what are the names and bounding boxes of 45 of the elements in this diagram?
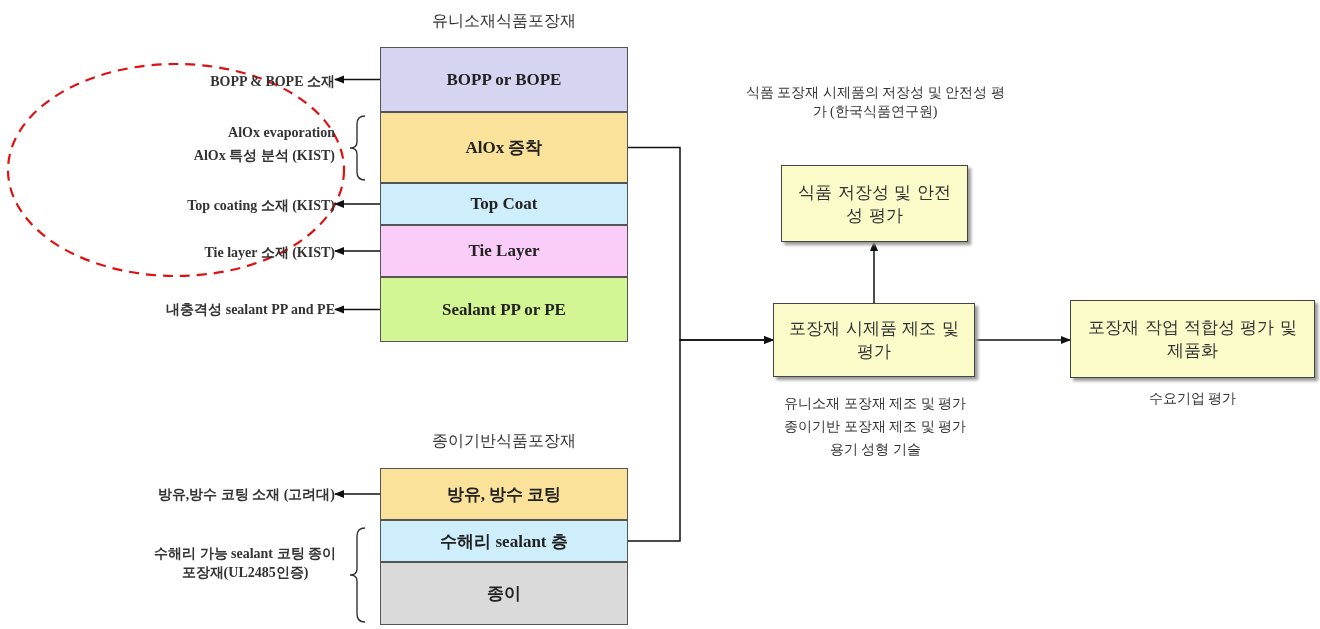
annotation-text: BOPP & BOPE 소재: [0, 70, 335, 94]
layer-box: [380, 562, 628, 625]
annotation-text: Tie layer 소재 (KIST): [0, 241, 335, 265]
section-heading: 종이기반식품포장재: [431, 431, 577, 451]
layer-label: 방유, 방수 코팅: [446, 483, 562, 506]
note-text: AlOx evaporation: [227, 124, 335, 142]
note-text: 유니소재 포장재 제조 및 평가: [783, 395, 967, 413]
layer-box: [380, 468, 628, 520]
layer-box: [380, 183, 628, 225]
layer-box: [380, 112, 628, 183]
process-box: [781, 165, 968, 242]
annotation-text: 방유,방수 코팅 소재 (고려대): [0, 483, 335, 507]
note-text: 수요기업 평가: [1147, 390, 1238, 408]
arrow: [627, 335, 775, 542]
arrow: [974, 335, 1072, 345]
layer-label: Tie Layer: [468, 241, 540, 261]
layer-box: [380, 277, 628, 342]
arrow: [333, 75, 381, 84]
layer-label: 종이: [487, 583, 521, 605]
arrow: [869, 240, 879, 304]
process-label: 식품 저장성 및 안전성 평가: [797, 180, 952, 227]
arrow: [333, 246, 381, 256]
note-text: 수해리 가능 sealant 코팅 종이 포장재(UL2485인증): [153, 545, 337, 582]
note-text: 종이기반 포장재 제조 및 평가: [783, 418, 967, 436]
annotation-text: 내충격성 sealant PP and PE: [0, 298, 335, 322]
section-heading: 유니소재식품포장재: [431, 11, 577, 31]
layer-label: Sealant PP or PE: [442, 299, 566, 320]
layer-box: [380, 47, 628, 112]
layer-box: [380, 225, 628, 277]
process-box: [1070, 300, 1315, 378]
layer-label: Top Coat: [470, 194, 538, 214]
process-box: [773, 303, 975, 377]
arrow: [333, 489, 381, 499]
layer-box: [380, 520, 628, 562]
arrow: [333, 199, 381, 209]
note-text: 용기 성형 기술: [828, 441, 922, 459]
layer-label: AlOx 증착: [465, 137, 543, 159]
annotation-text: Top coating 소재 (KIST): [0, 194, 335, 218]
note-text: AlOx 특성 분석 (KIST): [192, 147, 335, 165]
process-label: 포장재 시제품 제조 및 평가: [788, 317, 960, 363]
process-label: 포장재 작업 적합성 평가 및 제품화: [1087, 316, 1298, 362]
arrow: [333, 305, 381, 314]
note-text: 식품 포장재 시제품의 저장성 및 안전성 평가 (한국식품연구원): [744, 84, 1006, 121]
layer-label: BOPP or BOPE: [446, 69, 562, 90]
layer-label: 수해리 sealant 층: [440, 530, 568, 553]
